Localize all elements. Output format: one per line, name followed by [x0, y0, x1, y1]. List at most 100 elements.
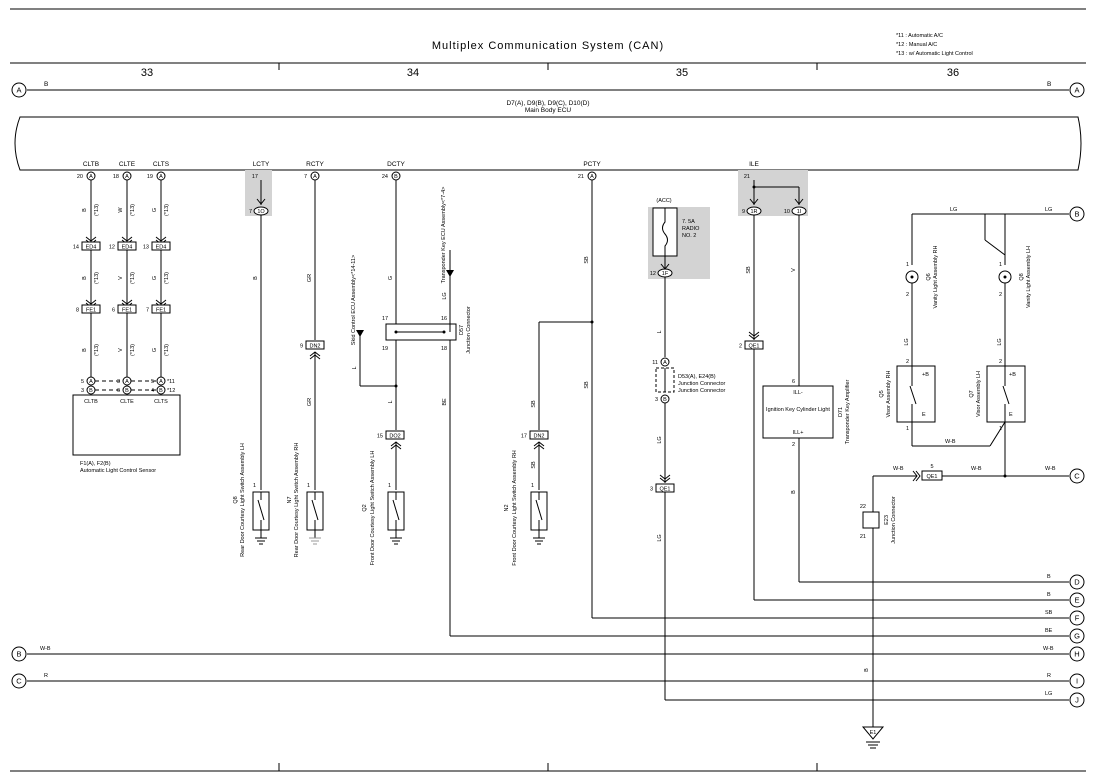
svg-text:5: 5: [81, 379, 84, 385]
svg-text:RADIO: RADIO: [682, 226, 700, 232]
svg-text:17: 17: [252, 174, 258, 180]
svg-text:19: 19: [382, 346, 388, 352]
svg-text:D53(A), E24(B): D53(A), E24(B): [678, 374, 716, 380]
svg-text:A: A: [125, 174, 129, 180]
svg-text:(*13): (*13): [130, 272, 136, 284]
svg-text:6: 6: [792, 379, 795, 385]
svg-text:Front Door Courtesy Light Swit: Front Door Courtesy Light Switch Assembl…: [512, 450, 518, 566]
svg-text:B: B: [663, 397, 667, 403]
svg-text:B: B: [394, 174, 398, 180]
svg-text:A: A: [16, 86, 21, 95]
svg-text:GR: GR: [307, 274, 313, 282]
svg-text:A: A: [159, 379, 163, 385]
svg-text:2: 2: [906, 359, 909, 365]
svg-text:5: 5: [930, 464, 933, 470]
svg-text:LG: LG: [1045, 691, 1052, 697]
svg-text:2: 2: [792, 442, 795, 448]
ecu-output-pins: A 20 A 18 A 19 17 A 7 B 24 A 21 21: [77, 171, 750, 181]
svg-text:CLTS: CLTS: [154, 399, 168, 405]
svg-text:12: 12: [650, 271, 656, 277]
svg-text:9: 9: [742, 209, 745, 215]
svg-text:SB: SB: [584, 381, 590, 389]
svg-text:QE1: QE1: [659, 487, 670, 493]
svg-text:Front Door Courtesy Light Swit: Front Door Courtesy Light Switch Assembl…: [370, 451, 376, 566]
svg-text:SB: SB: [531, 400, 537, 408]
svg-text:L: L: [657, 330, 663, 333]
svg-text:C: C: [1074, 472, 1080, 481]
svg-text:ED4: ED4: [86, 245, 97, 251]
svg-text:G: G: [1074, 632, 1080, 641]
svg-text:1: 1: [253, 483, 256, 489]
svg-text:21: 21: [578, 174, 584, 180]
svg-text:FE1: FE1: [86, 308, 96, 314]
ref-c-left: [11, 673, 27, 689]
svg-text:NO. 2: NO. 2: [682, 233, 696, 239]
svg-text:B: B: [82, 348, 88, 352]
switch-n7: 1 N7 Rear Door Courtesy Light Switch Ass…: [287, 443, 324, 557]
svg-text:12: 12: [109, 245, 115, 251]
svg-text:Q6: Q6: [926, 273, 932, 280]
svg-text:11: 11: [652, 360, 658, 366]
svg-text:(*13): (*13): [164, 204, 170, 216]
svg-text:CLTB: CLTB: [84, 399, 98, 405]
svg-text:FE1: FE1: [156, 308, 166, 314]
svg-text:A: A: [89, 174, 93, 180]
svg-text:CLTS: CLTS: [153, 161, 170, 168]
svg-text:SB: SB: [1045, 610, 1053, 616]
svg-text:Transponder Key ECU Assembly<*: Transponder Key ECU Assembly<*7-4>: [441, 187, 447, 284]
svg-text:R: R: [44, 673, 48, 679]
switch-q2: 1 Q2 Front Door Courtesy Light Switch As…: [362, 451, 405, 566]
svg-text:*11: *11: [167, 379, 175, 385]
svg-text:CLTE: CLTE: [120, 399, 134, 405]
svg-text:1: 1: [906, 426, 909, 432]
note-12: *12 : Manual A/C: [896, 42, 937, 48]
svg-text:ILL+: ILL+: [793, 430, 804, 436]
svg-text:7: 7: [304, 174, 307, 180]
svg-text:G: G: [152, 208, 158, 212]
svg-text:V: V: [118, 276, 124, 280]
svg-text:LG: LG: [657, 534, 663, 541]
svg-text:E23: E23: [884, 515, 890, 525]
svg-text:SB: SB: [746, 266, 752, 274]
svg-text:3: 3: [650, 487, 653, 493]
svg-text:Junction Connector: Junction Connector: [678, 381, 726, 387]
ecu-name: Main Body ECU: [525, 107, 572, 114]
svg-text:16: 16: [441, 316, 447, 322]
svg-text:ILE: ILE: [749, 161, 759, 168]
column-35: 35: [676, 67, 688, 79]
svg-text:B: B: [253, 276, 259, 280]
svg-text:1: 1: [388, 483, 391, 489]
sensor-terminals: A 5 B 3 A 3 B 6 A 5 B 4 *11 *12: [81, 376, 175, 395]
column-33: 33: [141, 67, 153, 79]
svg-text:17: 17: [521, 434, 527, 440]
svg-text:LCTY: LCTY: [253, 161, 270, 168]
sensor-name: Automatic Light Control Sensor: [80, 468, 156, 474]
svg-text:W-B: W-B: [1043, 646, 1054, 652]
ground-circuit: QE1 5 W-B W-B W-B 22 21 E23 Junction Con…: [860, 464, 1069, 749]
svg-text:FE1: FE1: [122, 308, 132, 314]
svg-text:LG: LG: [950, 207, 957, 213]
svg-text:B: B: [89, 388, 93, 394]
svg-text:V: V: [118, 348, 124, 352]
svg-text:W-B: W-B: [893, 466, 904, 472]
ecu-pin-labels: CLTB CLTE CLTS LCTY RCTY DCTY PCTY ILE: [83, 161, 760, 168]
svg-text:SB: SB: [584, 256, 590, 264]
main-body-ecu: [14, 116, 1082, 171]
svg-text:8: 8: [76, 308, 79, 314]
visor-rh: [896, 365, 936, 423]
svg-text:18: 18: [113, 174, 119, 180]
svg-text:(*13): (*13): [94, 344, 100, 356]
svg-text:6: 6: [117, 388, 120, 394]
svg-text:B: B: [82, 276, 88, 280]
svg-text:E: E: [1009, 412, 1013, 418]
svg-text:B: B: [16, 650, 21, 659]
svg-text:N2: N2: [504, 504, 510, 511]
svg-text:9: 9: [300, 344, 303, 350]
svg-text:G: G: [152, 348, 158, 352]
svg-text:PCTY: PCTY: [583, 161, 601, 168]
svg-text:RCTY: RCTY: [306, 161, 324, 168]
svg-text:D71: D71: [838, 407, 844, 417]
svg-text:B: B: [1047, 81, 1051, 88]
svg-text:(ACC): (ACC): [656, 198, 671, 204]
